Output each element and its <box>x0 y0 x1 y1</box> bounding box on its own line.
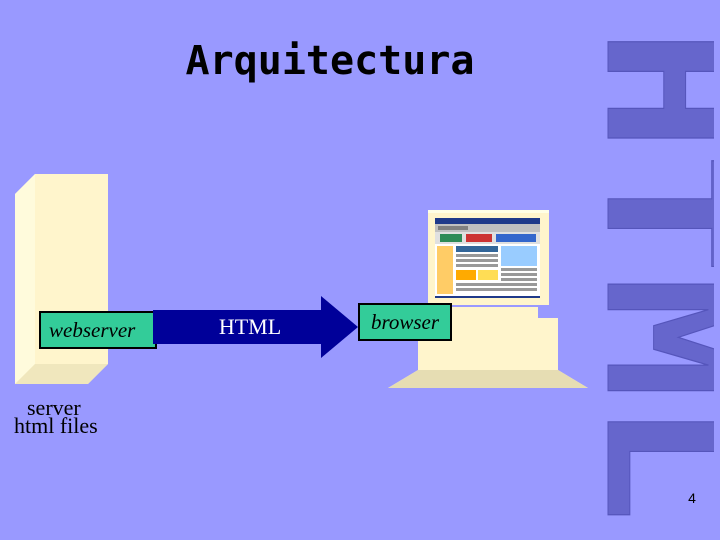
vertical-html-word: HTML <box>567 28 720 528</box>
page-number: 4 <box>688 490 696 506</box>
browser-label: browser <box>358 303 452 341</box>
slide-title: Arquitectura <box>185 38 475 84</box>
webserver-label: webserver <box>39 311 157 349</box>
vertical-html-text: HTML <box>596 28 714 523</box>
server-caption-line1: server <box>27 395 81 420</box>
server-caption-line2: html files <box>14 413 98 438</box>
server-icon <box>15 174 108 384</box>
server-caption: server html files <box>14 395 124 438</box>
computer-icon <box>388 210 588 392</box>
arrow-label: HTML <box>218 314 282 339</box>
transfer-arrow <box>153 296 358 358</box>
